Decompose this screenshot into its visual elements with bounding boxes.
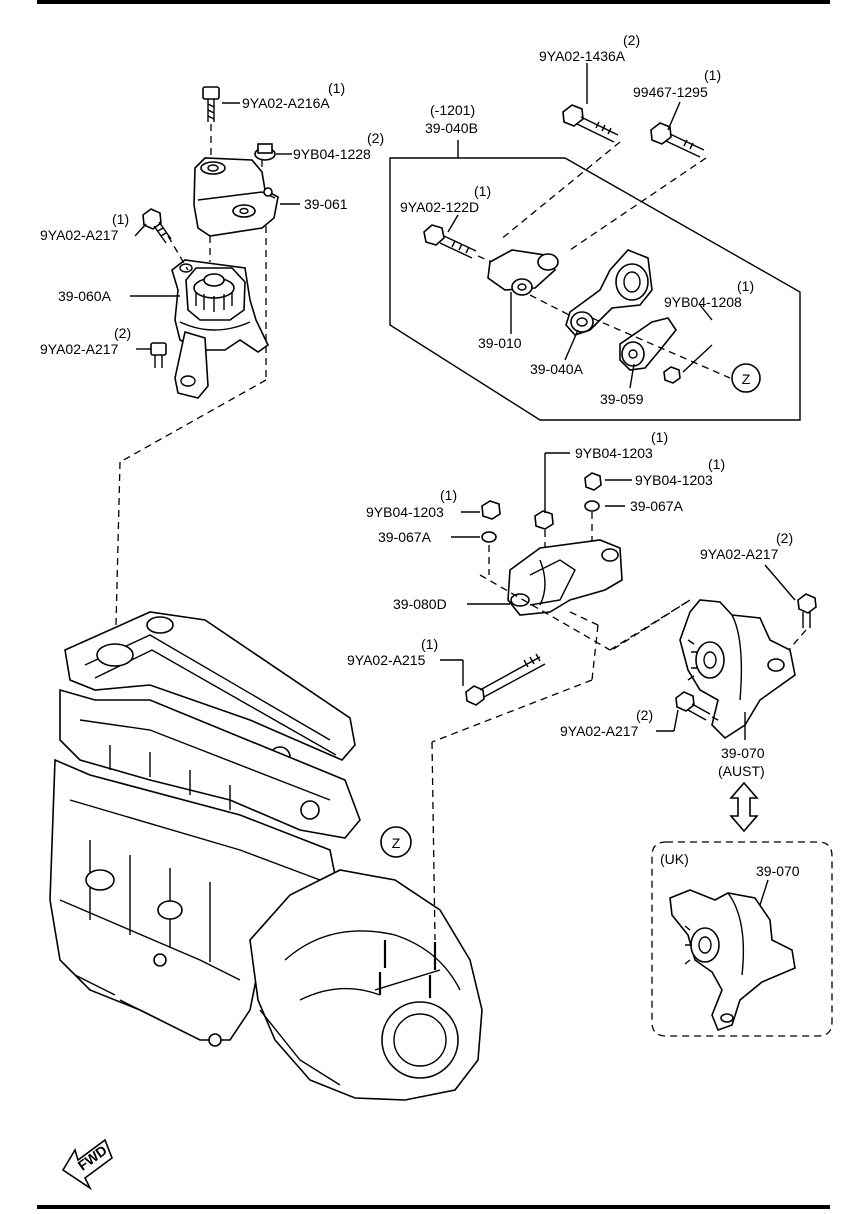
bolt-9ya02-a217-d[interactable]: [675, 691, 711, 721]
bracket-39-080d[interactable]: [507, 539, 623, 616]
callout-z-engine: Z: [380, 826, 412, 858]
rod-39-040a[interactable]: [565, 249, 653, 336]
part-99467-1295[interactable]: 99467-1295: [633, 84, 708, 100]
uk-variant-box: [651, 841, 833, 1037]
part-39-080d[interactable]: 39-080D: [393, 596, 447, 612]
market-uk: (UK): [660, 851, 689, 867]
part-9yb04-1228[interactable]: 9YB04-1228: [293, 146, 371, 162]
transaxle: [249, 869, 483, 1101]
part-9ya02-a217-a[interactable]: 9YA02-A217: [40, 227, 119, 243]
part-39-010[interactable]: 39-010: [478, 335, 522, 351]
torque-rod-box: Z: [389, 104, 801, 421]
callout-z-box-text: Z: [742, 371, 751, 387]
nut-9yb04-1203-b[interactable]: [584, 472, 602, 491]
part-9ya02-a215[interactable]: 9YA02-A215: [347, 652, 426, 668]
qty-9yb04-1203-a: (1): [651, 429, 668, 445]
nut-9yb04-1203-a[interactable]: [534, 510, 554, 530]
nut-9yb04-1208[interactable]: [663, 366, 681, 384]
engine-block: [49, 611, 361, 1047]
part-39-061[interactable]: 39-061: [304, 196, 348, 212]
part-9ya02-a217-b[interactable]: 9YA02-A217: [40, 341, 119, 357]
mount-39-070-aust[interactable]: [679, 599, 796, 740]
part-9ya02-1436a[interactable]: 9YA02-1436A: [539, 48, 626, 64]
qty-9ya02-a217-b: (2): [114, 325, 131, 341]
part-39-070-aust[interactable]: 39-070: [721, 745, 765, 761]
qty-9yb04-1208: (1): [737, 278, 754, 294]
part-39-040a[interactable]: 39-040A: [530, 361, 584, 377]
part-39-040b[interactable]: 39-040B: [425, 120, 478, 136]
nut-9yb04-1203-c[interactable]: [481, 500, 501, 520]
qty-9yb04-1203-c: (1): [440, 487, 457, 503]
part-9yb04-1203-c[interactable]: 9YB04-1203: [366, 504, 444, 520]
bolt-9ya02-a216a[interactable]: [202, 86, 220, 122]
part-9ya02-122d[interactable]: 9YA02-122D: [400, 199, 479, 215]
part-9ya02-a217-c[interactable]: 9YA02-A217: [700, 546, 779, 562]
part-39-070-uk[interactable]: 39-070: [756, 863, 800, 879]
part-39-067a-b[interactable]: 39-067A: [378, 529, 432, 545]
washer-39-067a-b[interactable]: [481, 531, 497, 543]
bolt-9ya02-a217-lower[interactable]: [150, 342, 167, 368]
stud-bolts: [378, 940, 437, 998]
bracket-39-061[interactable]: [193, 157, 279, 237]
fwd-arrow-icon: FWD: [61, 1138, 113, 1191]
leader-lines: [130, 63, 796, 740]
part-39-067a-a[interactable]: 39-067A: [630, 498, 684, 514]
mount-39-070-uk[interactable]: [669, 879, 796, 1032]
qty-9ya02-a217-d: (2): [636, 707, 653, 723]
callout-z-box: Z: [731, 363, 761, 393]
washer-39-067a-a[interactable]: [584, 500, 600, 512]
part-9ya02-a216a[interactable]: 9YA02-A216A: [242, 95, 330, 111]
double-arrow-icon: [729, 781, 759, 833]
part-39-060a[interactable]: 39-060A: [58, 288, 112, 304]
qty-39-040b: (-1201): [430, 102, 475, 118]
qty-9ya02-a217-c: (2): [776, 530, 793, 546]
qty-9yb04-1228: (2): [367, 130, 384, 146]
qty-9yb04-1203-b: (1): [708, 456, 725, 472]
part-9yb04-1203-b[interactable]: 9YB04-1203: [635, 472, 713, 488]
qty-9ya02-a217-a: (1): [112, 211, 129, 227]
upper-mount-assembly: [115, 86, 279, 626]
bolt-9ya02-a217-c[interactable]: [797, 593, 817, 628]
bolt-9ya02-122d[interactable]: [423, 224, 477, 259]
bushing-39-010[interactable]: [487, 249, 559, 296]
part-39-059[interactable]: 39-059: [600, 391, 644, 407]
bolt-9ya02-a217-upper[interactable]: [142, 208, 172, 244]
part-9ya02-a217-d[interactable]: 9YA02-A217: [560, 723, 639, 739]
bolt-9ya02-1436a[interactable]: [562, 104, 619, 143]
part-9yb04-1208[interactable]: 9YB04-1208: [664, 294, 742, 310]
bolt-9ya02-a215[interactable]: [465, 653, 546, 706]
market-aust: (AUST): [718, 763, 765, 779]
qty-99467-1295: (1): [704, 67, 721, 83]
qty-9ya02-a216a: (1): [328, 80, 345, 96]
part-labels: (1) 9YA02-A216A (2) 9YB04-1228 39-061 (1…: [40, 32, 800, 879]
bolt-99467-1295[interactable]: [650, 122, 705, 158]
part-9yb04-1203-a[interactable]: 9YB04-1203: [575, 445, 653, 461]
left-mount-aust: [611, 593, 817, 833]
bracket-39-059[interactable]: [619, 317, 677, 371]
callout-z-engine-text: Z: [392, 835, 401, 851]
qty-9ya02-a215: (1): [421, 636, 438, 652]
qty-9ya02-1436a: (2): [623, 32, 640, 48]
qty-9ya02-122d: (1): [474, 183, 491, 199]
nut-9yb04-1228[interactable]: [254, 143, 276, 161]
transmission-mount-assembly: [479, 472, 691, 681]
mount-39-060a[interactable]: [171, 259, 270, 399]
